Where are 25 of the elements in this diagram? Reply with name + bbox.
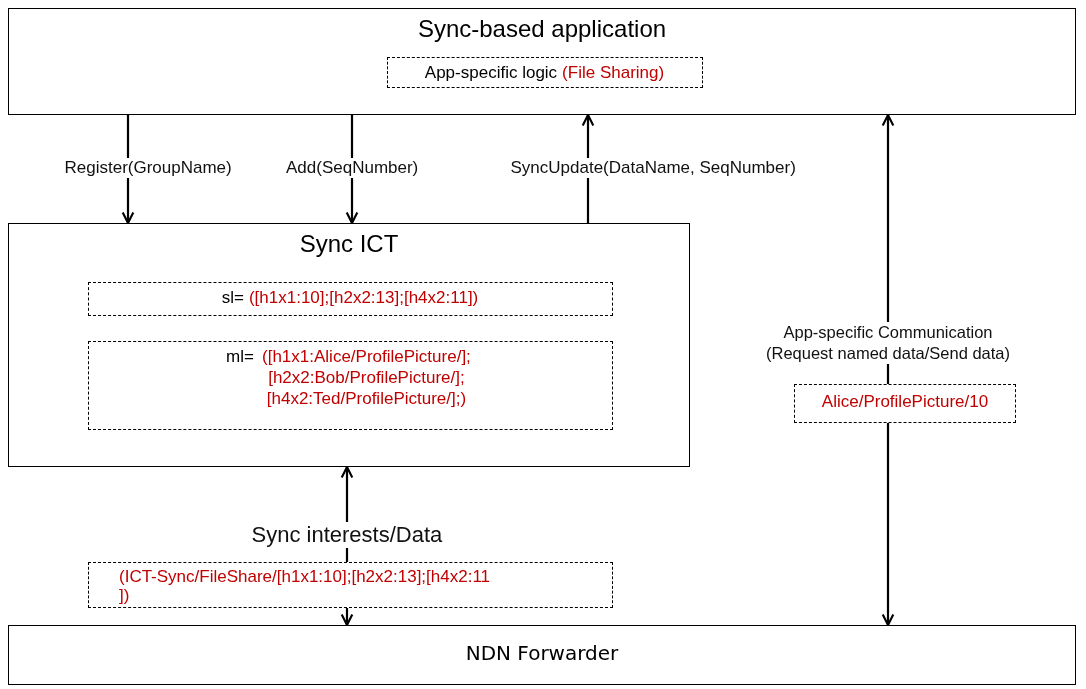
- edge-label: SyncUpdate(DataName, SeqNumber): [510, 158, 796, 178]
- heading-text: Sync ICT: [299, 230, 399, 257]
- edge-label: Add(SeqNumber): [286, 158, 419, 178]
- dashed-box: [88, 562, 613, 608]
- heading-text: NDN Forwarder: [465, 641, 619, 665]
- field-value: (File Sharing): [562, 61, 665, 83]
- dashed-box: [87, 340, 613, 430]
- data-name-text: Alice/ProfilePicture/10: [820, 392, 990, 411]
- edge-label: Sync interests/Data: [251, 522, 443, 548]
- heading-text: Sync-based application: [417, 15, 667, 42]
- arrow: [340, 608, 354, 627]
- data-name-text: (ICT-Sync/FileShare/[h1x1:10];[h2x2:13];[h4x2:11 ]): [118, 567, 492, 605]
- dashed-box: [386, 56, 703, 88]
- dashed-box: [794, 384, 1016, 423]
- layer-box: [8, 223, 690, 467]
- dashed-box: [87, 281, 613, 316]
- field-label: App-specific logic: [424, 61, 558, 83]
- field-label: ml=: [226, 345, 254, 368]
- arrow: [881, 423, 895, 627]
- layer-box: [8, 625, 1076, 685]
- edge-label: Register(GroupName): [64, 158, 232, 178]
- field-value: ([h1x1:10];[h2x2:13];[h4x2:11]): [248, 286, 479, 308]
- layer-box: [8, 8, 1076, 115]
- field-label: sl=: [221, 286, 244, 308]
- field-value: ([h1x1:Alice/ProfilePicture/]; [h2x2:Bob/ProfilePicture/]; [h4x2:Ted/ProfilePicture/];): [261, 345, 472, 409]
